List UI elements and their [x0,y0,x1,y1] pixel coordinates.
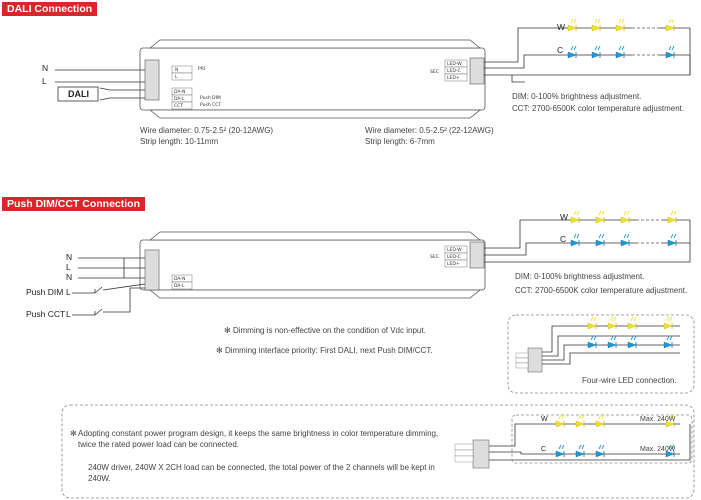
note-vdc: ✻ Dimming is non-effective on the condit… [224,326,426,335]
push-cct-l: L [66,309,71,319]
push-dim-label: Push DIM [26,287,64,297]
dali-wire-right-strip: Strip length: 6-7mm [365,137,435,146]
sec-label: SEC [430,69,439,75]
dali-wire-left-strip: Strip length: 10-11mm [140,137,219,146]
dali-input-n: N [42,63,49,73]
dali-channel-c: C [557,45,564,55]
dali-channel-w: W [557,22,566,32]
push-warm-leds [570,210,677,224]
note-priority: ✻ Dimming interface priority: First DALI… [216,346,433,355]
term-n: N [175,67,178,73]
push-channel-c: C [560,234,567,244]
dali-input-l: L [42,76,47,86]
term-cct: CCT [174,103,183,109]
push-dim-term: Push DIM [200,95,221,101]
bottom-note-box [61,404,695,499]
term-da-n: DA-N [174,89,185,95]
term-led-c: LED-C [447,68,461,74]
push-dim-l: L [66,287,71,297]
push-input-n2: N [66,272,73,282]
push-term-da-l: DA-L [174,283,185,289]
dali-section-title: DALI Connection [2,2,98,16]
fourwire-caption: Four-wire LED connection. [582,376,677,385]
dali-note-cct: CCT: 2700-6500K color temperature adjust… [512,104,685,113]
dali-cool-leds [567,45,675,59]
bottom-note-1: ✻Adopting constant power program design,… [70,429,439,449]
push-cool-leds [570,233,677,247]
dali-note-dim: DIM: 0-100% brightness adjustment. [512,92,642,101]
push-input-l: L [66,262,71,272]
bottom-channel-c: C [541,446,547,453]
bottom-max-w: Max. 240W [640,416,676,423]
bottom-max-c: Max. 240W [640,446,676,453]
bottom-note-2: 240W driver, 240W X 2CH load can be conn… [88,463,435,483]
push-note-cct: CCT: 2700-6500K color temperature adjust… [515,286,688,295]
term-led-plus: LED+ [447,75,460,81]
pri-label: PRI [198,66,205,72]
push-note-dim: DIM: 0-100% brightness adjustment. [515,272,645,281]
term-l: L [175,74,178,80]
term-da-l: DA-L [174,96,185,102]
dali-wire-left-diameter: Wire diameter: 0.75-2.5² (20-12AWG) [140,126,274,135]
push-sec-label: SEC [430,254,439,260]
dali-bus-label: DALI [68,89,89,99]
push-cct-label: Push CCT [26,309,66,319]
push-channel-w: W [560,212,569,222]
push-cct-term: Push CCT [200,102,221,108]
dali-warm-leds [567,18,675,32]
fourwire-inset [507,314,695,394]
push-term-led-c: LED-C [447,254,461,260]
term-led-w: LED-W [447,61,462,67]
dali-wire-right-diameter: Wire diameter: 0.5-2.5² (22-12AWG) [365,126,494,135]
push-term-da-n: DA-N [174,276,185,282]
push-term-led-plus: LED+ [447,261,460,267]
push-driver [139,231,486,299]
bottom-channel-w: W [541,416,548,423]
push-term-led-w: LED-W [447,247,462,253]
fourwire-leds [587,316,673,349]
push-section-title: Push DIM/CCT Connection [2,197,145,211]
dali-driver [139,39,486,119]
push-input-n1: N [66,252,73,262]
